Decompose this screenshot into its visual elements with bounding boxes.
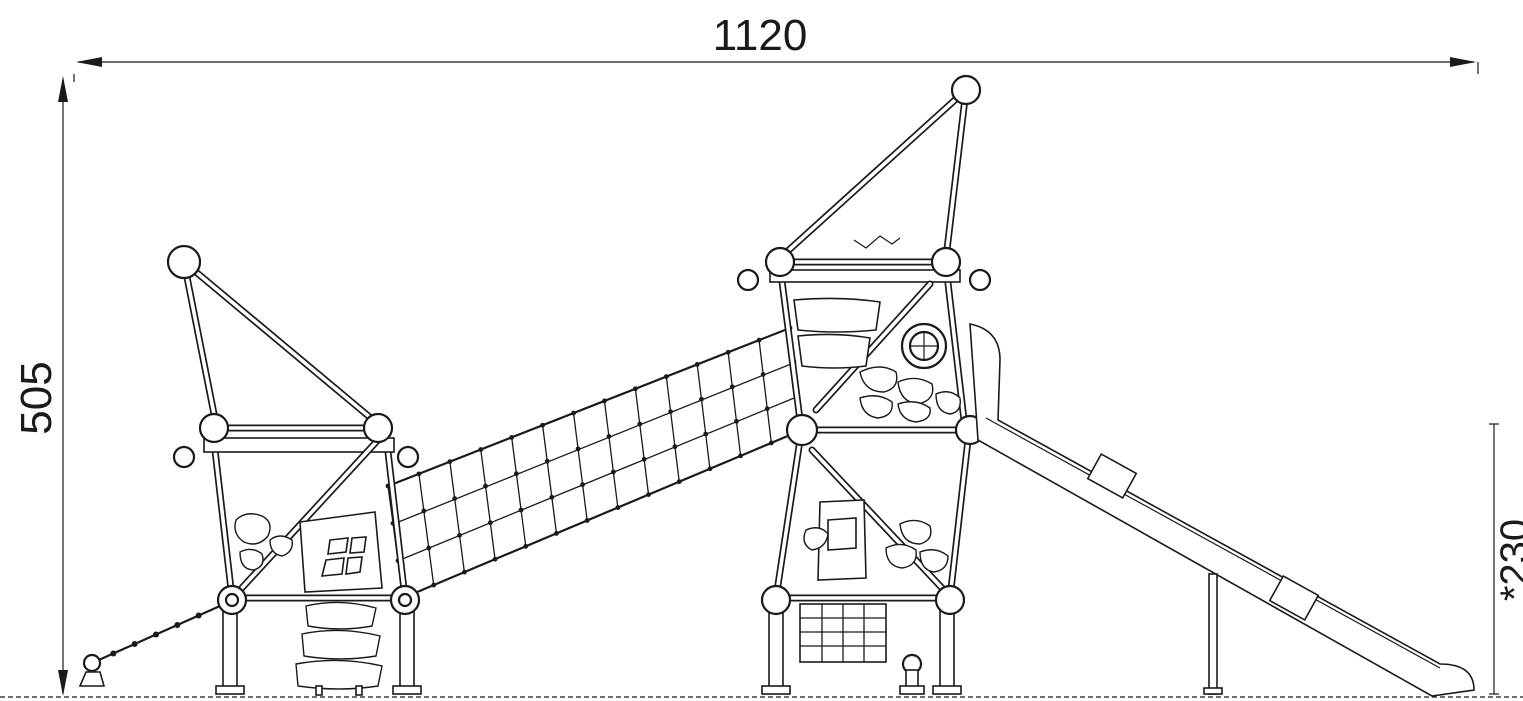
climbing-net: [385, 325, 805, 601]
access-rope: [78, 604, 221, 687]
width-dimension-label: 1120: [713, 11, 808, 60]
right-tower: [736, 74, 992, 695]
left-tower: [166, 244, 422, 696]
height-dimension: 505: [12, 76, 68, 696]
width-dimension: 1120: [73, 11, 1479, 82]
slide: [969, 323, 1475, 697]
height-dimension-label: 505: [12, 361, 61, 434]
slide-height-dimension: *230: [1489, 423, 1523, 695]
slide-height-dimension-label: *230: [1493, 519, 1523, 601]
